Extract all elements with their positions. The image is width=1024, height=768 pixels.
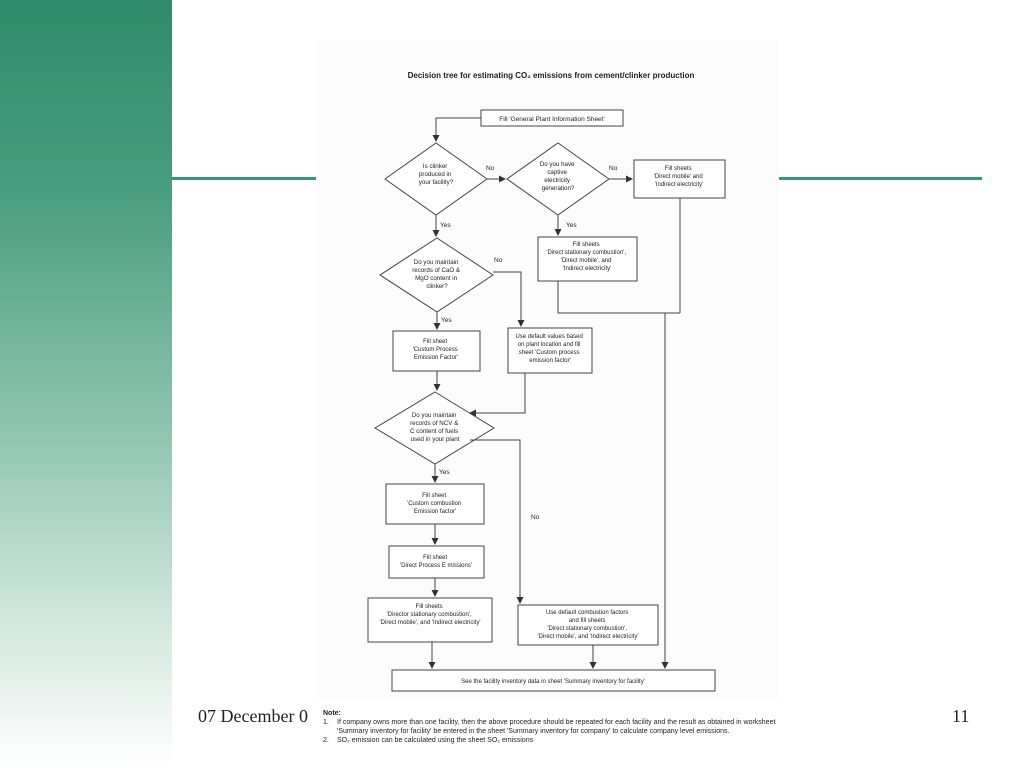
notes-title: Note: xyxy=(323,710,341,717)
note-text: If company owns more than one facility, … xyxy=(337,719,776,735)
connector-start-to-clinker xyxy=(432,117,481,142)
box-custom-combustion xyxy=(385,483,485,525)
label-yes-clinker: Yes xyxy=(440,222,451,229)
note-number: 1. xyxy=(323,719,329,726)
end-box-label: See the facility inventory data in sheet… xyxy=(461,679,645,685)
box-default-combustion-line: Use default combustion factors xyxy=(546,610,628,616)
decision-clinker-line: Is clinker xyxy=(423,163,447,170)
box-mobile-indirect-text: Fill sheets 'Direct mobile' and 'Indirec… xyxy=(654,166,705,188)
decision-cao-mgo-text: Do you maintain records of CaO & MgO con… xyxy=(412,259,462,290)
decision-ncv-line: C content of fuels xyxy=(410,428,458,435)
decision-captive-line: Do you have xyxy=(540,161,575,168)
box-default-values-line: on plant location and fill xyxy=(518,342,581,348)
label-no-ncv: No xyxy=(531,514,540,521)
box-custom-combustion-line: Fill sheet xyxy=(422,493,446,499)
connector-default-to-ncv xyxy=(469,373,526,417)
decision-cao-line: Do you maintain xyxy=(414,259,459,266)
decision-captive-text: Do you have captive electricity generati… xyxy=(540,161,576,192)
start-box-label: Fill 'General Plant Information Sheet' xyxy=(499,116,604,123)
decision-ncv-line: used in your plant xyxy=(411,436,460,443)
box-direct-process-line: 'Direct Process E missions' xyxy=(400,563,472,569)
box-default-values xyxy=(507,327,593,374)
box-default-combustion-line: 'Direct stationary combustion', xyxy=(547,626,627,632)
box-custom-combustion-line: 'Custom combustion xyxy=(407,501,461,507)
box-default-values-text: Use default values based on plant locati… xyxy=(515,334,584,364)
end-box xyxy=(391,669,716,692)
box-mobile-indirect-line: 'Indirect electricity' xyxy=(655,182,704,188)
box-default-combustion-text: Use default combustion factors and fill … xyxy=(538,610,639,640)
box-mobile-indirect-line: 'Direct mobile' and xyxy=(654,174,703,180)
note-number: 2. xyxy=(323,737,329,744)
connector-stationary-down xyxy=(557,281,680,314)
box-default-combustion-line: and fill sheets xyxy=(569,618,606,624)
diagram-title: Decision tree for estimating CO₂ emissio… xyxy=(408,71,695,80)
box-director-line: 'Direct mobile', and 'Indirect electrici… xyxy=(380,620,481,626)
box-stationary-line: 'Indirect electricity' xyxy=(563,266,612,272)
box-direct-process-line: Fill sheet xyxy=(423,555,447,561)
box-direct-process xyxy=(388,545,485,579)
box-default-combustion xyxy=(517,604,659,646)
decision-captive-line: generation? xyxy=(542,185,575,192)
box-custom-process-line: Emission Factor' xyxy=(414,355,458,361)
box-custom-process xyxy=(392,330,481,372)
footer-date: 07 December 0 xyxy=(198,706,308,726)
decision-captive-line: electricity xyxy=(544,177,571,184)
box-custom-process-line: 'Custom Process xyxy=(413,347,458,353)
decision-cao-line: records of CaO & xyxy=(412,267,461,274)
label-no-cao: No xyxy=(494,257,503,264)
box-custom-combustion-line: Emission factor' xyxy=(414,509,456,515)
box-stationary-mobile-indirect xyxy=(537,236,638,282)
box-default-combustion-line: 'Direct mobile', and 'Indirect electrici… xyxy=(538,634,639,640)
box-default-values-line: Use default values based xyxy=(515,334,582,340)
box-default-values-line: sheet 'Custom process xyxy=(519,350,580,356)
decision-cao-line: clinker? xyxy=(426,283,448,290)
decision-cao-line: MgO content in xyxy=(415,275,458,282)
box-mobile-indirect-line: Fill sheets xyxy=(665,166,692,172)
decision-clinker-line: your facility? xyxy=(419,179,454,186)
decision-ncv-line: records of NCV & xyxy=(410,420,459,427)
horizontal-rule-right xyxy=(778,177,982,180)
horizontal-rule-left xyxy=(172,177,318,180)
side-gradient-bar xyxy=(0,0,172,768)
box-director-line: Fill sheets xyxy=(416,604,443,610)
box-custom-combustion-text: Fill sheet 'Custom combustion Emission f… xyxy=(407,493,463,515)
decision-ncv-line: Do you maintain xyxy=(412,412,457,419)
box-stationary-line: 'Direct stationary combustion', xyxy=(546,250,626,256)
note-item: 2. SO₂ emission can be calculated using … xyxy=(323,736,783,745)
note-text: SO₂ emission can be calculated using the… xyxy=(337,737,534,744)
label-no-captive: No xyxy=(609,165,618,172)
box-stationary-line: Fill sheets xyxy=(573,242,600,248)
box-mobile-indirect xyxy=(633,159,726,199)
decision-clinker-line: produced in xyxy=(419,171,452,178)
box-default-values-line: emission factor' xyxy=(529,358,571,364)
label-yes-ncv: Yes xyxy=(439,469,450,476)
box-director-stationary-text: Fill sheets 'Director stationary combust… xyxy=(380,604,481,626)
box-direct-process-text: Fill sheet 'Direct Process E missions' xyxy=(400,555,472,569)
box-stationary-mobile-indirect-text: Fill sheets 'Direct stationary combustio… xyxy=(546,242,627,272)
decision-clinker-text: Is clinker produced in your facility? xyxy=(419,163,454,186)
connector-cao-no xyxy=(493,271,525,327)
label-yes-captive: Yes xyxy=(566,222,577,229)
connector-ncv-no xyxy=(470,439,524,604)
box-custom-process-line: Fill sheet xyxy=(423,339,447,345)
page-number: 11 xyxy=(952,706,970,726)
label-yes-cao: Yes xyxy=(441,317,452,324)
decision-captive-line: captive xyxy=(547,169,567,176)
box-stationary-line: 'Direct mobile', and xyxy=(561,258,612,264)
notes-section: Note: 1. If company owns more than one f… xyxy=(323,709,783,745)
box-custom-process-text: Fill sheet 'Custom Process Emission Fact… xyxy=(413,339,460,361)
box-director-line: 'Director stationary combustion', xyxy=(387,612,472,618)
note-item: 1. If company owns more than one facilit… xyxy=(323,718,783,736)
label-no-clinker: No xyxy=(486,165,495,172)
decision-ncv-text: Do you maintain records of NCV & C conte… xyxy=(410,412,460,443)
box-director-stationary xyxy=(367,597,493,643)
